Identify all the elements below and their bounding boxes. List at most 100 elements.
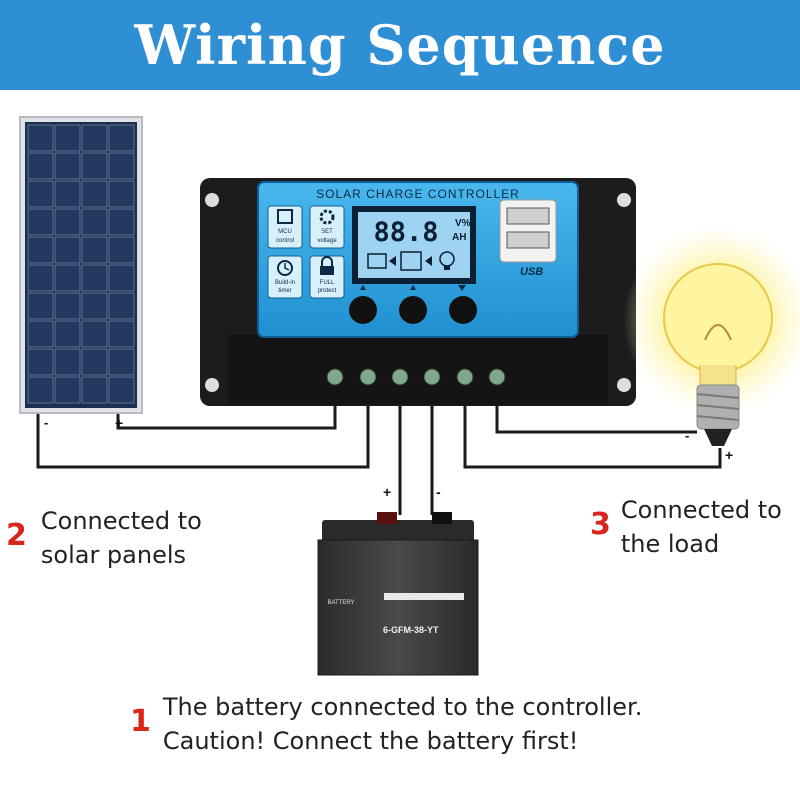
usb-label: USB [520,266,543,278]
solar-cell [108,264,135,292]
solar-cell [108,376,135,404]
solar-cell [81,320,108,348]
solar-cell [81,152,108,180]
solar-cell [54,236,81,264]
charge-controller: SOLAR CHARGE CONTROLLER 88.8 V% AH MCU c… [200,178,636,406]
step-1-line-1: The battery connected to the controller. [162,693,643,721]
solar-cell [54,208,81,236]
svg-text:SET: SET [321,229,333,235]
svg-text:FULL: FULL [320,280,335,286]
solar-panel [19,116,143,414]
solar-cell [27,348,54,376]
solar-cell [108,124,135,152]
step-2-line-1: Connected to [40,507,202,535]
step-1-number: 1 [130,704,151,739]
step-3-line-2: the load [620,530,720,558]
lcd-value: 88.8 [373,217,438,248]
load-minus-label: - [685,428,689,443]
svg-text:MCU: MCU [278,229,292,235]
solar-cell [27,180,54,208]
battery-model: 6-GFM-38-YT [383,625,439,635]
terminal-screw [488,368,506,386]
solar-cell [81,124,108,152]
solar-cell [108,292,135,320]
step-3: 3 Connected to the load [590,493,782,561]
panel-plus-wire [116,405,337,430]
solar-cell [81,180,108,208]
solar-cell [108,236,135,264]
svg-text:control: control [276,238,294,244]
title-banner: Wiring Sequence [0,0,800,90]
clock-icon: Build-in timer [267,255,303,299]
svg-text:protect: protect [318,288,337,294]
panel-minus-wire [36,405,370,469]
svg-text:timer: timer [278,288,291,294]
solar-cell [27,292,54,320]
lcd-unit-percent: V% [455,218,471,229]
solar-cell [27,152,54,180]
terminal-screw [456,368,474,386]
solar-cell [108,152,135,180]
solar-cell [81,376,108,404]
solar-cell [108,348,135,376]
step-3-line-1: Connected to [620,496,782,524]
step-1-line-2: Caution! Connect the battery first! [162,727,579,755]
terminal-screw [391,368,409,386]
mcu-chip-icon: MCU control [267,205,303,249]
step-2-text: Connected to solar panels [41,504,202,572]
terminal-screw [423,368,441,386]
solar-cell [27,124,54,152]
battery-brand: BATTERY [327,600,354,606]
solar-cell [108,208,135,236]
step-2-line-2: solar panels [40,541,187,569]
solar-cell [54,124,81,152]
step-2: 2 Connected to solar panels [6,504,202,572]
solar-cell [54,320,81,348]
step-1-text: The battery connected to the controller.… [163,690,642,758]
lock-icon: FULL protect [309,255,345,299]
solar-cell [27,236,54,264]
solar-cell [54,152,81,180]
solar-cell [54,292,81,320]
solar-cell [108,320,135,348]
lcd-unit-ah: AH [452,232,466,243]
control-buttons [349,285,477,324]
terminal-screw [359,368,377,386]
solar-cell [27,208,54,236]
step-1: 1 The battery connected to the controlle… [130,690,642,758]
solar-cell [27,320,54,348]
solar-cell [108,180,135,208]
solar-cell [81,292,108,320]
panel-plus-label: + [115,415,123,431]
step-3-text: Connected to the load [621,493,782,561]
usb-ports: USB [499,199,557,278]
solar-cell [54,264,81,292]
lcd-flow-icons [367,251,455,271]
controller-title: SOLAR CHARGE CONTROLLER [316,187,520,201]
page-title: Wiring Sequence [134,13,666,77]
gear-icon: SET voltage [309,205,345,249]
solar-cell [54,180,81,208]
svg-text:Build-in: Build-in [275,280,295,286]
wires [36,405,722,515]
battery: BATTERY 6-GFM-38-YT [317,512,479,676]
load-minus-wire [495,405,697,434]
load-plus-label: + [725,447,733,463]
svg-text:voltage: voltage [317,238,337,244]
wiring-diagram: SOLAR CHARGE CONTROLLER 88.8 V% AH MCU c… [19,116,800,676]
battery-plus-label: + [383,484,391,500]
solar-cell [27,264,54,292]
step-2-number: 2 [6,518,27,553]
solar-cell [81,236,108,264]
solar-cell [27,376,54,404]
panel-minus-label: - [44,415,48,430]
solar-cell [54,376,81,404]
light-bulb [623,225,800,446]
polarity-labels: - + + - - + [44,415,733,500]
solar-cell [81,348,108,376]
solar-cell [81,264,108,292]
load-plus-wire [463,405,722,469]
solar-cell [54,348,81,376]
step-3-number: 3 [590,507,611,542]
terminal-screw [326,368,344,386]
